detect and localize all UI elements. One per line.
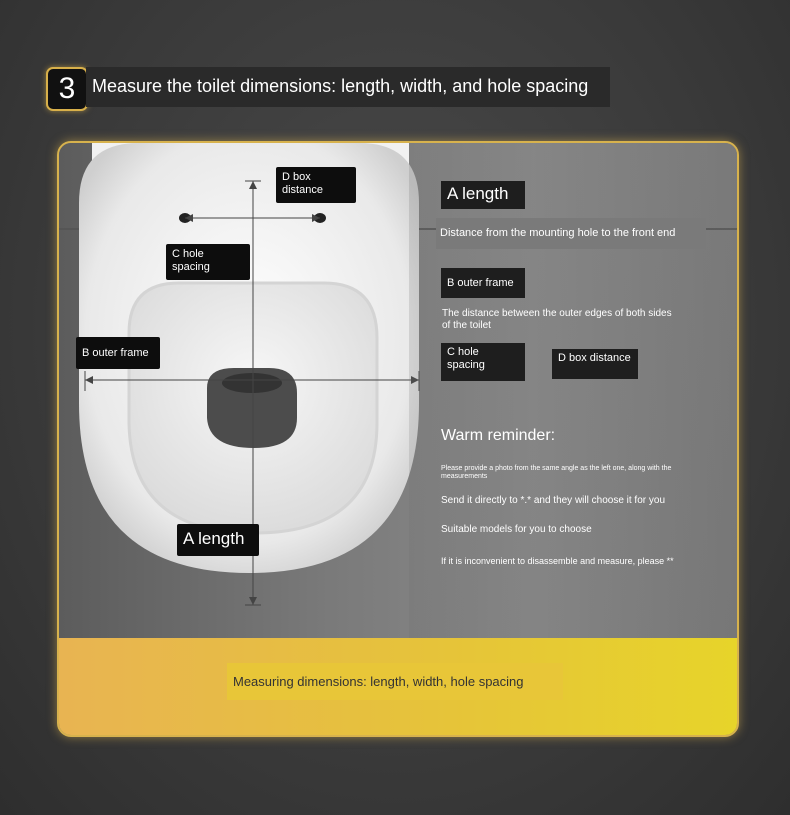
c-hole-heading: C hole spacing [441,343,525,381]
c-hole-label: C hole spacing [166,244,250,280]
b-outer-heading: B outer frame [441,268,525,298]
page-title: Measure the toilet dimensions: length, w… [86,67,610,107]
footer-banner: Measuring dimensions: length, width, hol… [59,638,737,735]
d-box-heading: D box distance [552,349,638,379]
illustration-frame: D box distance C hole spacing B outer fr… [57,141,739,737]
reminder-line-1: Please provide a photo from the same ang… [441,465,672,480]
b-outer-label: B outer frame [76,337,160,369]
a-length-label: A length [177,524,259,556]
info-panel: A length Distance from the mounting hole… [409,143,737,638]
reminder-line-2: Send it directly to *.* and they will ch… [441,495,666,506]
d-box-label: D box distance [276,167,356,203]
b-outer-description: The distance between the outer edges of … [442,308,672,331]
reminder-title: Warm reminder: [441,427,556,444]
a-length-description: Distance from the mounting hole to the f… [436,218,706,249]
step-number-badge: 3 [46,67,88,111]
a-length-heading: A length [441,181,525,209]
reminder-line-4: If it is inconvenient to disassemble and… [441,556,674,566]
reminder-line-3: Suitable models for you to choose [441,524,592,535]
toilet-illustration [79,143,420,606]
footer-text: Measuring dimensions: length, width, hol… [227,663,563,700]
